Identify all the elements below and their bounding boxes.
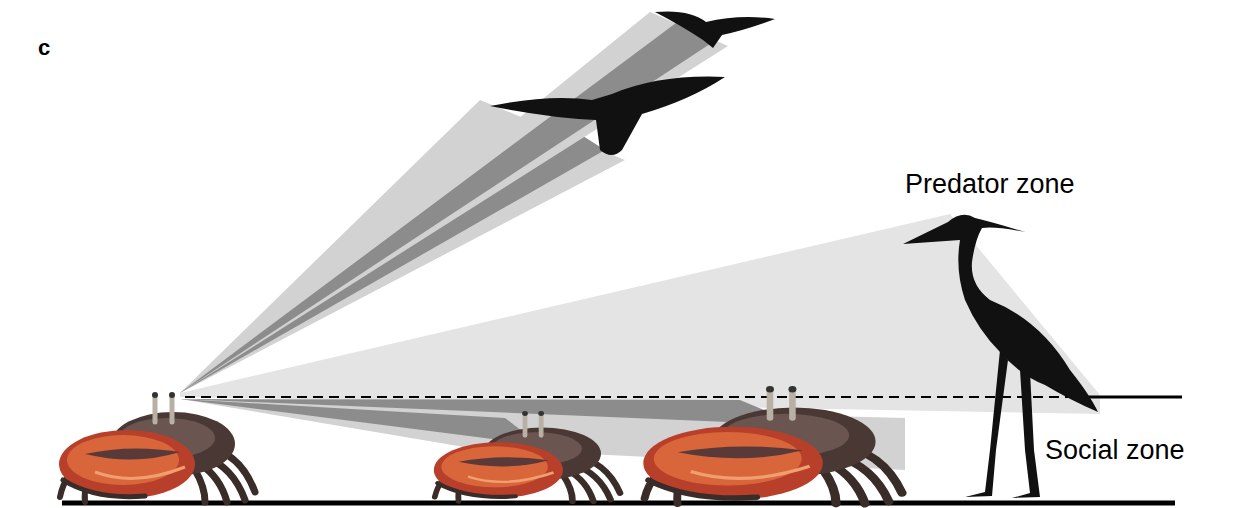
panel-letter: c	[38, 36, 50, 60]
crab-figure	[59, 392, 255, 502]
crab-figure	[434, 411, 620, 501]
bird-silhouette	[490, 77, 725, 155]
social-fan	[180, 399, 800, 425]
horizon-line	[185, 396, 1085, 398]
crab-figure	[643, 386, 902, 504]
horizon-line	[1085, 396, 1182, 399]
zone-label: Social zone	[1045, 436, 1185, 466]
zone-label: Predator zone	[905, 170, 1075, 200]
predator-fan	[180, 214, 1100, 414]
bird-silhouette	[655, 11, 775, 48]
